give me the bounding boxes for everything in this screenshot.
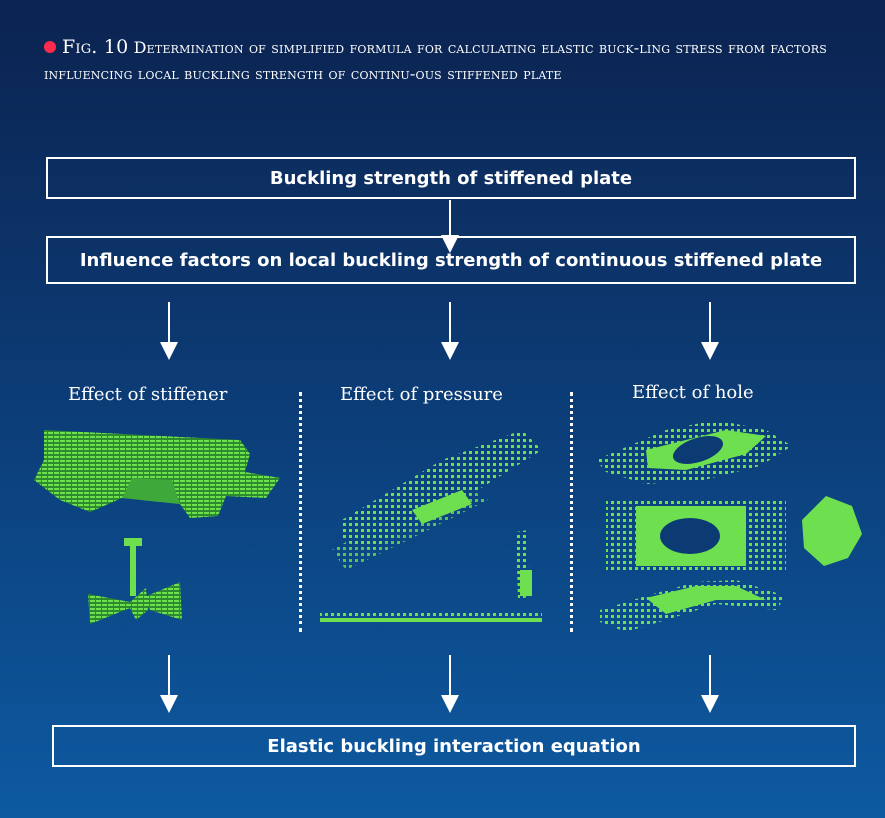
buckling-strength-label: Buckling strength of stiffened plate (269, 167, 633, 189)
figure-caption: Fig. 10 Determination of simplified form… (44, 34, 854, 87)
influence-factors-label: Influence factors on local buckling stre… (79, 249, 823, 271)
interaction-equation-box: Elastic buckling interaction equation (52, 725, 856, 767)
arrow-down-icon (160, 655, 178, 713)
column-divider (570, 392, 573, 632)
arrow-down-icon (160, 302, 178, 360)
figure-label: Fig. 10 (62, 36, 129, 58)
effect-hole-label: Effect of hole (632, 382, 754, 403)
arrow-down-icon (441, 200, 459, 253)
interaction-equation-label: Elastic buckling interaction equation (267, 735, 641, 757)
arrow-down-icon (441, 655, 459, 713)
influence-factors-box: Influence factors on local buckling stre… (46, 236, 856, 284)
buckling-strength-box: Buckling strength of stiffened plate (46, 157, 856, 199)
arrow-down-icon (701, 302, 719, 360)
bullet-icon (44, 41, 56, 53)
column-divider (299, 392, 302, 632)
arrow-down-icon (441, 302, 459, 360)
arrow-down-icon (701, 655, 719, 713)
pressure-fem-render (320, 430, 542, 624)
figure-caption-text: Determination of simplified formula for … (44, 38, 827, 83)
stiffener-fem-render (34, 430, 280, 624)
hole-fem-render (596, 420, 862, 632)
effect-pressure-label: Effect of pressure (340, 384, 503, 405)
effect-stiffener-label: Effect of stiffener (68, 384, 228, 405)
